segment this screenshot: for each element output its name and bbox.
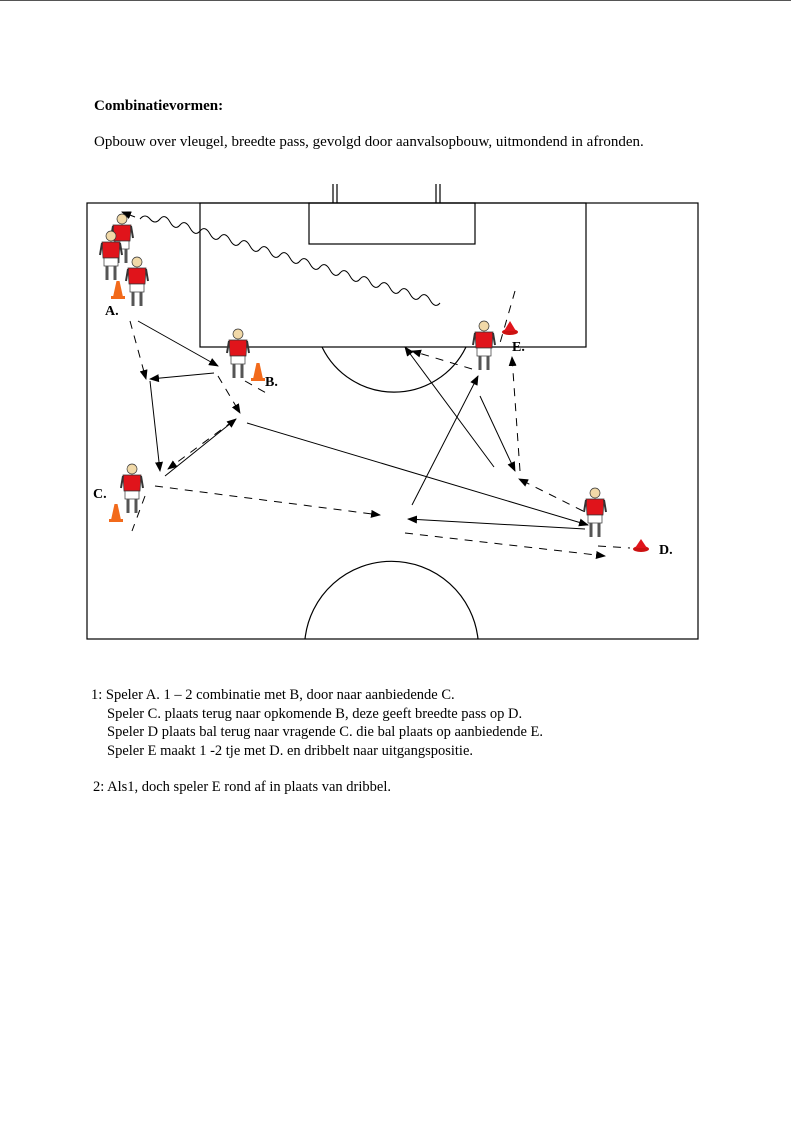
- cone-icon: [111, 281, 125, 299]
- note-line: 2: Als1, doch speler E rond af in plaats…: [93, 779, 391, 795]
- note-line: Speler E maakt 1 -2 tje met D. en dribbe…: [107, 742, 474, 759]
- label-a: A.: [105, 304, 119, 319]
- intro-text: Opbouw over vleugel, breedte pass, gevol…: [94, 134, 644, 150]
- player-e: [471, 319, 497, 372]
- label-c: C.: [93, 487, 107, 502]
- label-d: D.: [659, 543, 673, 558]
- heading: Combinatievormen:: [94, 98, 224, 114]
- exercise-notes: 1: Speler A. 1 – 2 combinatie met B, doo…: [91, 686, 543, 797]
- marker-cone-icon: [502, 321, 518, 335]
- player-d: [582, 486, 608, 539]
- note-line: Speler C. plaats terug naar opkomende B,…: [107, 705, 523, 722]
- note-line: 1: Speler A. 1 – 2 combinatie met B, doo…: [91, 687, 455, 703]
- pitch-lines: [86, 184, 699, 640]
- cone-icon: [251, 363, 265, 381]
- player-b: [225, 327, 251, 380]
- label-e: E.: [512, 340, 525, 355]
- cone-icon: [109, 504, 123, 522]
- player-c: [119, 462, 145, 515]
- label-b: B.: [265, 375, 278, 390]
- training-diagram: A. B. C. D. E.: [86, 184, 699, 640]
- note-line: Speler D plaats bal terug naar vragende …: [107, 724, 544, 740]
- player-a: [124, 255, 150, 308]
- pass-arrows: [137, 320, 589, 530]
- marker-cone-icon: [633, 539, 649, 552]
- dribble-path: [139, 215, 441, 306]
